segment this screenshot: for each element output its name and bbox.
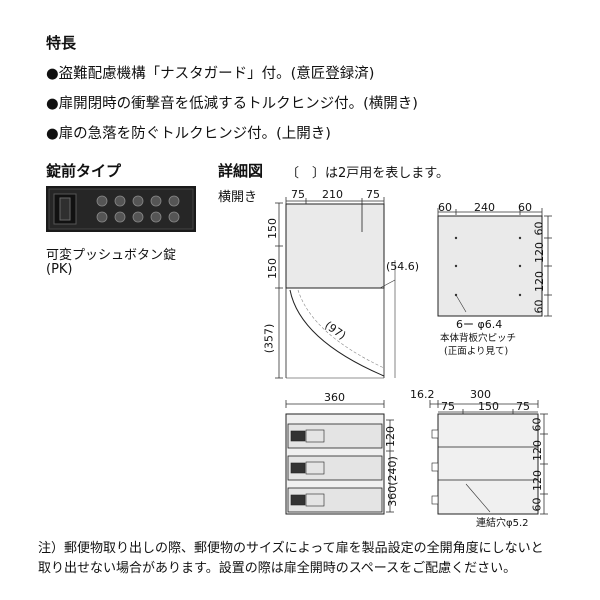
rear-dim-right-2: 120	[531, 440, 544, 461]
front-dim-top-right: 75	[366, 188, 380, 201]
footnote-line-1: 注）郵便物取り出しの際、郵便物のサイズによって扉を製品設定の全開角度にしないと	[38, 541, 544, 556]
back-dim-right-4: 60	[532, 299, 546, 314]
rear-hole-label: 連結穴φ5.2	[476, 518, 529, 529]
back-dim-right-2: 120	[533, 242, 546, 263]
front-dim-left-1: 150	[266, 218, 279, 239]
hole-note-2: (正面より見て)	[444, 346, 509, 357]
front-dim-side: (54.6)	[386, 260, 420, 273]
bracket-note: 〔 〕は2戸用を表します。	[286, 166, 449, 181]
stack-dim-right-b: 360(240)	[385, 456, 399, 507]
back-dim-top-left: 60	[438, 201, 452, 214]
front-dim-left-2: 150	[266, 258, 279, 279]
back-dim-right-1: 60	[532, 221, 546, 236]
feature-item-2: ●扉開閉時の衝撃音を低減するトルクヒンジ付。(横開き)	[46, 96, 418, 112]
feature-item-3: ●扉の急落を防ぐトルクヒンジ付。(上開き)	[46, 126, 331, 142]
front-dim-left-3: (357)	[262, 323, 276, 354]
rear-dim-offset: 16.2	[410, 388, 435, 401]
front-dim-top-mid: 210	[322, 188, 343, 201]
front-dim-top-left: 75	[291, 188, 305, 201]
back-dim-right-3: 120	[533, 271, 546, 292]
back-dim-top-mid: 240	[474, 201, 495, 214]
push-button-lock-image	[46, 186, 196, 232]
rear-dim-pitch-3: 75	[516, 400, 530, 413]
hole-note-1: 本体背板穴ピッチ	[440, 333, 517, 344]
footnote-line-2: 取り出せない場合があります。設置の際は扉全開時のスペースをご配慮ください。	[38, 561, 517, 576]
stack-dim-top: 360	[324, 391, 345, 404]
hole-label: 6ー φ6.4	[456, 318, 503, 331]
lock-code: (PK)	[46, 262, 73, 277]
detail-title: 詳細図	[218, 162, 264, 180]
rear-dim-pitch-1: 75	[441, 400, 455, 413]
rear-dim-right-3: 120	[531, 470, 544, 491]
features-heading: 特長	[46, 34, 77, 52]
feature-item-1: ●盗難配慮機構「ナスタガード」付。(意匠登録済)	[46, 66, 375, 82]
stack-dim-right-a: 120	[384, 426, 397, 447]
lock-type-title: 錠前タイプ	[46, 162, 122, 180]
rear-dim-pitch-2: 150	[478, 400, 499, 413]
detail-drawing	[275, 197, 552, 515]
side-opening-label: 横開き	[218, 190, 258, 205]
back-dim-top-right: 60	[518, 201, 532, 214]
rear-dim-right-1: 60	[530, 417, 544, 432]
lock-caption: 可変プッシュボタン錠	[46, 248, 177, 263]
rear-dim-right-4: 60	[530, 497, 544, 512]
rear-dim-width: 300	[470, 388, 491, 401]
